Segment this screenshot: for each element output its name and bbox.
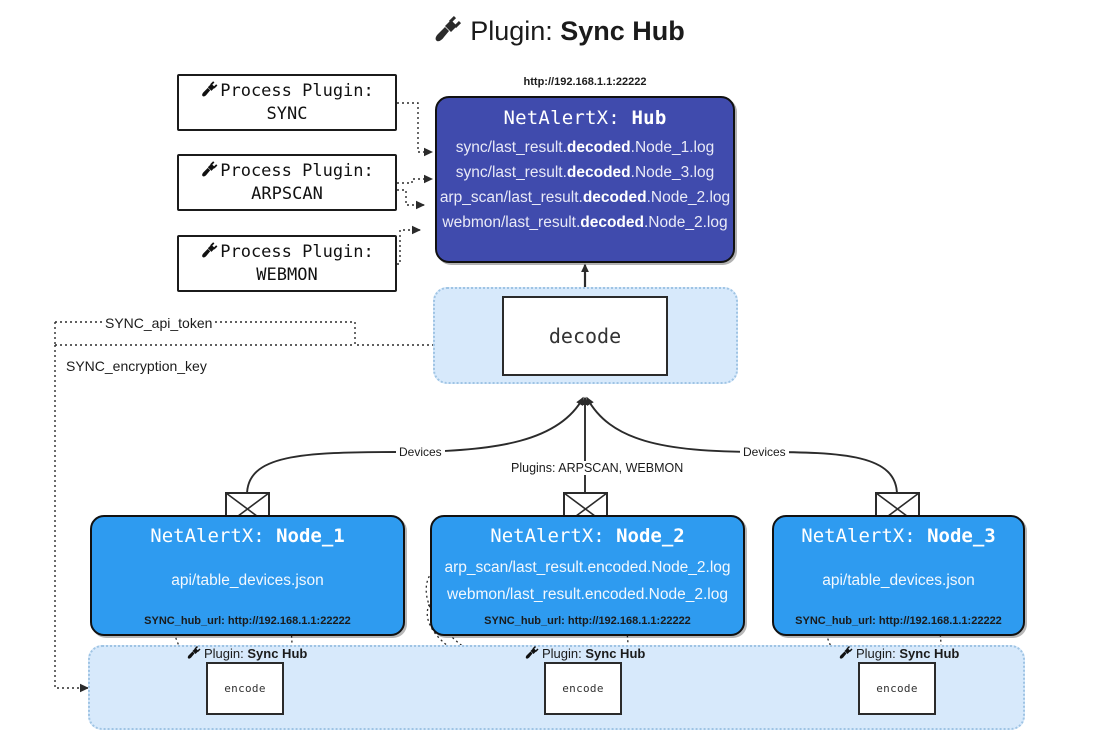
process-plugin-name: ARPSCAN — [251, 183, 323, 204]
hub-header-prefix: NetAlertX: — [503, 107, 632, 129]
encode-label: encode — [224, 682, 266, 695]
decode-label: decode — [548, 324, 622, 348]
node-header: NetAlertX: Node_3 — [801, 525, 996, 547]
node-box-node-2[interactable]: NetAlertX: Node_2 arp_scan/last_result.e… — [430, 515, 745, 636]
plug-icon — [200, 160, 218, 183]
node-header: NetAlertX: Node_2 — [490, 525, 685, 547]
encode-label: encode — [876, 682, 918, 695]
plug-icon — [524, 645, 539, 662]
setting-api-token-label: SYNC_api_token — [103, 315, 215, 331]
hub-log-line: webmon/last_result.decoded.Node_2.log — [442, 214, 728, 232]
setting-encryption-key-label: SYNC_encryption_key — [64, 358, 209, 374]
node-box-node-3[interactable]: NetAlertX: Node_3 api/table_devices.json… — [772, 515, 1025, 636]
edge-label-plugins-center: Plugins: ARPSCAN, WEBMON — [508, 461, 687, 475]
hub-log-line: arp_scan/last_result.decoded.Node_2.log — [439, 189, 731, 207]
page-title-name: Sync Hub — [560, 16, 685, 46]
process-plugin-box-sync[interactable]: Process Plugin: SYNC — [177, 74, 397, 131]
page-title-prefix: Plugin: — [470, 16, 561, 46]
plug-icon — [200, 241, 218, 264]
hub-header: NetAlertX: Hub — [504, 107, 667, 129]
plug-icon — [200, 80, 218, 103]
encode-box-node-3[interactable]: encode — [858, 662, 936, 715]
edge-label-devices-right: Devices — [740, 445, 789, 459]
hub-log-line: sync/last_result.decoded.Node_1.log — [455, 139, 715, 156]
encode-box-node-2[interactable]: encode — [544, 662, 622, 715]
process-plugin-name: WEBMON — [256, 264, 318, 285]
process-plugin-label: Process Plugin: — [220, 161, 374, 182]
node-hub-url: SYNC_hub_url: http://192.168.1.1:22222 — [484, 615, 691, 627]
decode-box[interactable]: decode — [502, 296, 668, 376]
node-data-line: api/table_devices.json — [171, 572, 324, 590]
process-plugin-label: Process Plugin: — [220, 242, 374, 263]
node-header: NetAlertX: Node_1 — [150, 525, 345, 547]
encode-label: encode — [562, 682, 604, 695]
plugin-caption-node-3: Plugin: Sync Hub — [838, 645, 959, 662]
hub-url-label: http://192.168.1.1:22222 — [523, 76, 647, 88]
process-plugin-name: SYNC — [266, 103, 308, 124]
page-title-text: Plugin: Sync Hub — [470, 16, 685, 47]
process-plugin-box-webmon[interactable]: Process Plugin: WEBMON — [177, 235, 397, 292]
hub-log-line: sync/last_result.decoded.Node_3.log — [455, 164, 715, 182]
encode-box-node-1[interactable]: encode — [206, 662, 284, 715]
node-data-line: arp_scan/last_result.encoded.Node_2.log — [444, 558, 731, 576]
node-box-node-1[interactable]: NetAlertX: Node_1 api/table_devices.json… — [90, 515, 405, 636]
plugin-caption-node-1: Plugin: Sync Hub — [186, 645, 307, 662]
node-hub-url: SYNC_hub_url: http://192.168.1.1:22222 — [144, 615, 351, 627]
process-plugin-box-arpscan[interactable]: Process Plugin: ARPSCAN — [177, 154, 397, 211]
node-data-line: webmon/last_result.encoded.Node_2.log — [447, 586, 728, 603]
process-plugin-label: Process Plugin: — [220, 81, 374, 102]
plugin-caption-node-2: Plugin: Sync Hub — [524, 645, 645, 662]
node-data-line: api/table_devices.json — [822, 572, 975, 590]
node-hub-url: SYNC_hub_url: http://192.168.1.1:22222 — [795, 615, 1002, 627]
plug-icon — [432, 14, 462, 49]
hub-header-name: Hub — [631, 107, 667, 129]
plug-icon — [838, 645, 853, 662]
page-title: Plugin: Sync Hub — [0, 14, 1117, 49]
edge-label-devices-left: Devices — [396, 445, 445, 459]
hub-node[interactable]: NetAlertX: Hub sync/last_result.decoded.… — [435, 96, 735, 263]
plug-icon — [186, 645, 201, 662]
